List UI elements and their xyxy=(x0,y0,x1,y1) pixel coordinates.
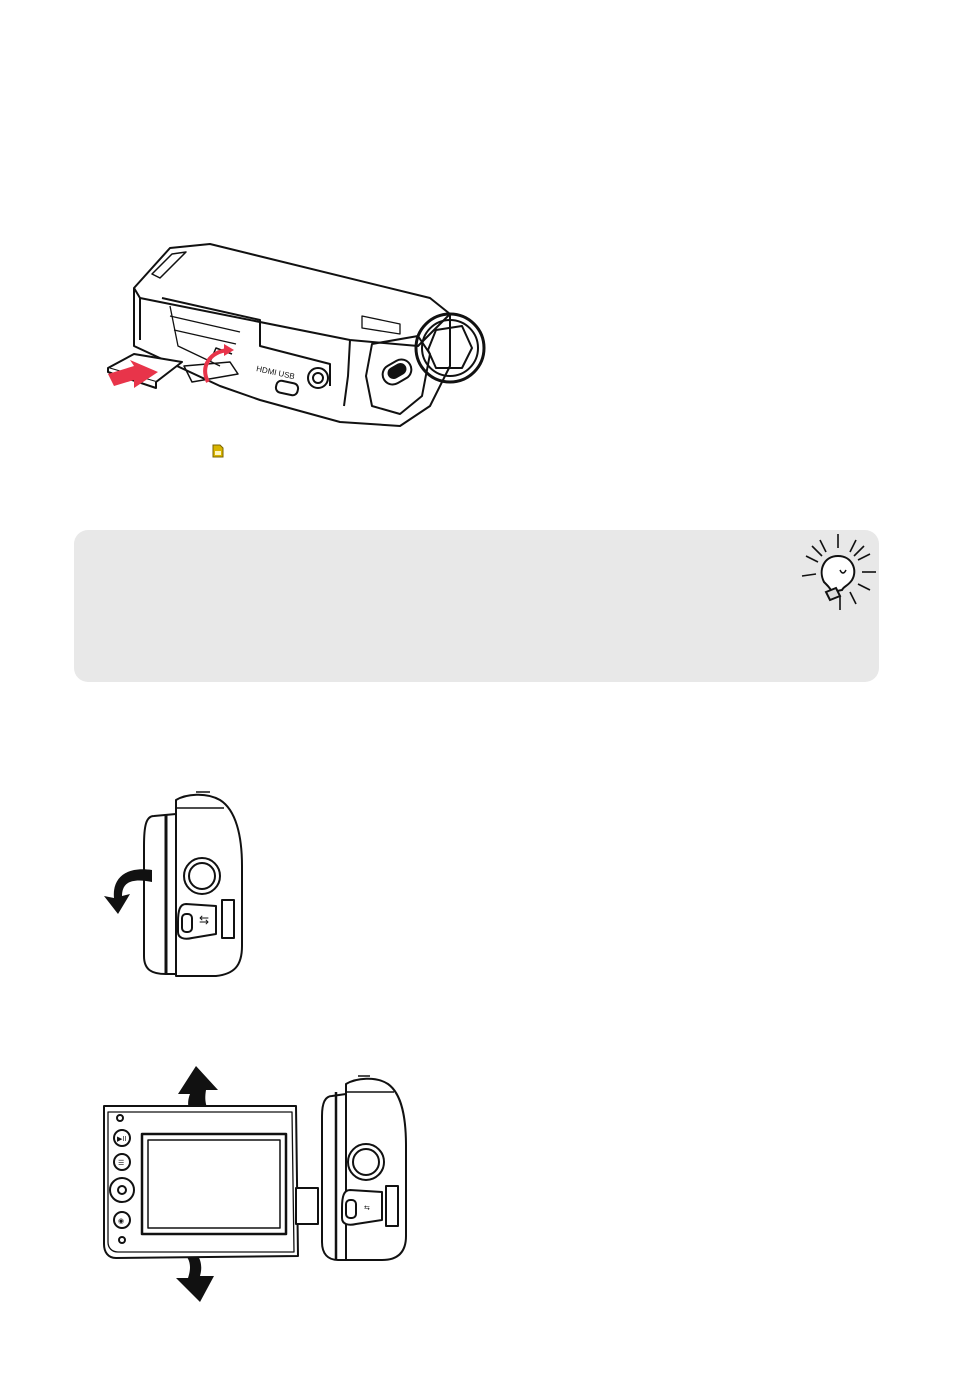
tip-box xyxy=(74,530,879,682)
svg-text:▶II: ▶II xyxy=(117,1136,126,1143)
camcorder-side-lcd-open-illustration: ⇆ xyxy=(96,786,248,982)
camcorder-sd-card-insert-illustration: HDMI USB xyxy=(100,236,490,436)
svg-text:⇆: ⇆ xyxy=(364,1205,370,1212)
svg-text:HDMI USB: HDMI USB xyxy=(255,364,295,381)
lcd-rotate-figure: ▶II ☰ ◉ ⇆ xyxy=(100,1062,410,1306)
svg-text:◉: ◉ xyxy=(118,1218,124,1225)
camera-card-insert-figure: HDMI USB xyxy=(100,236,490,436)
side-lcd-open-figure: ⇆ xyxy=(96,786,248,982)
svg-text:☰: ☰ xyxy=(118,1160,124,1167)
camcorder-lcd-rotate-illustration: ▶II ☰ ◉ ⇆ xyxy=(100,1062,410,1306)
svg-text:⇆: ⇆ xyxy=(199,913,209,927)
sd-card-icon xyxy=(211,444,225,458)
lightbulb-icon xyxy=(796,530,880,614)
